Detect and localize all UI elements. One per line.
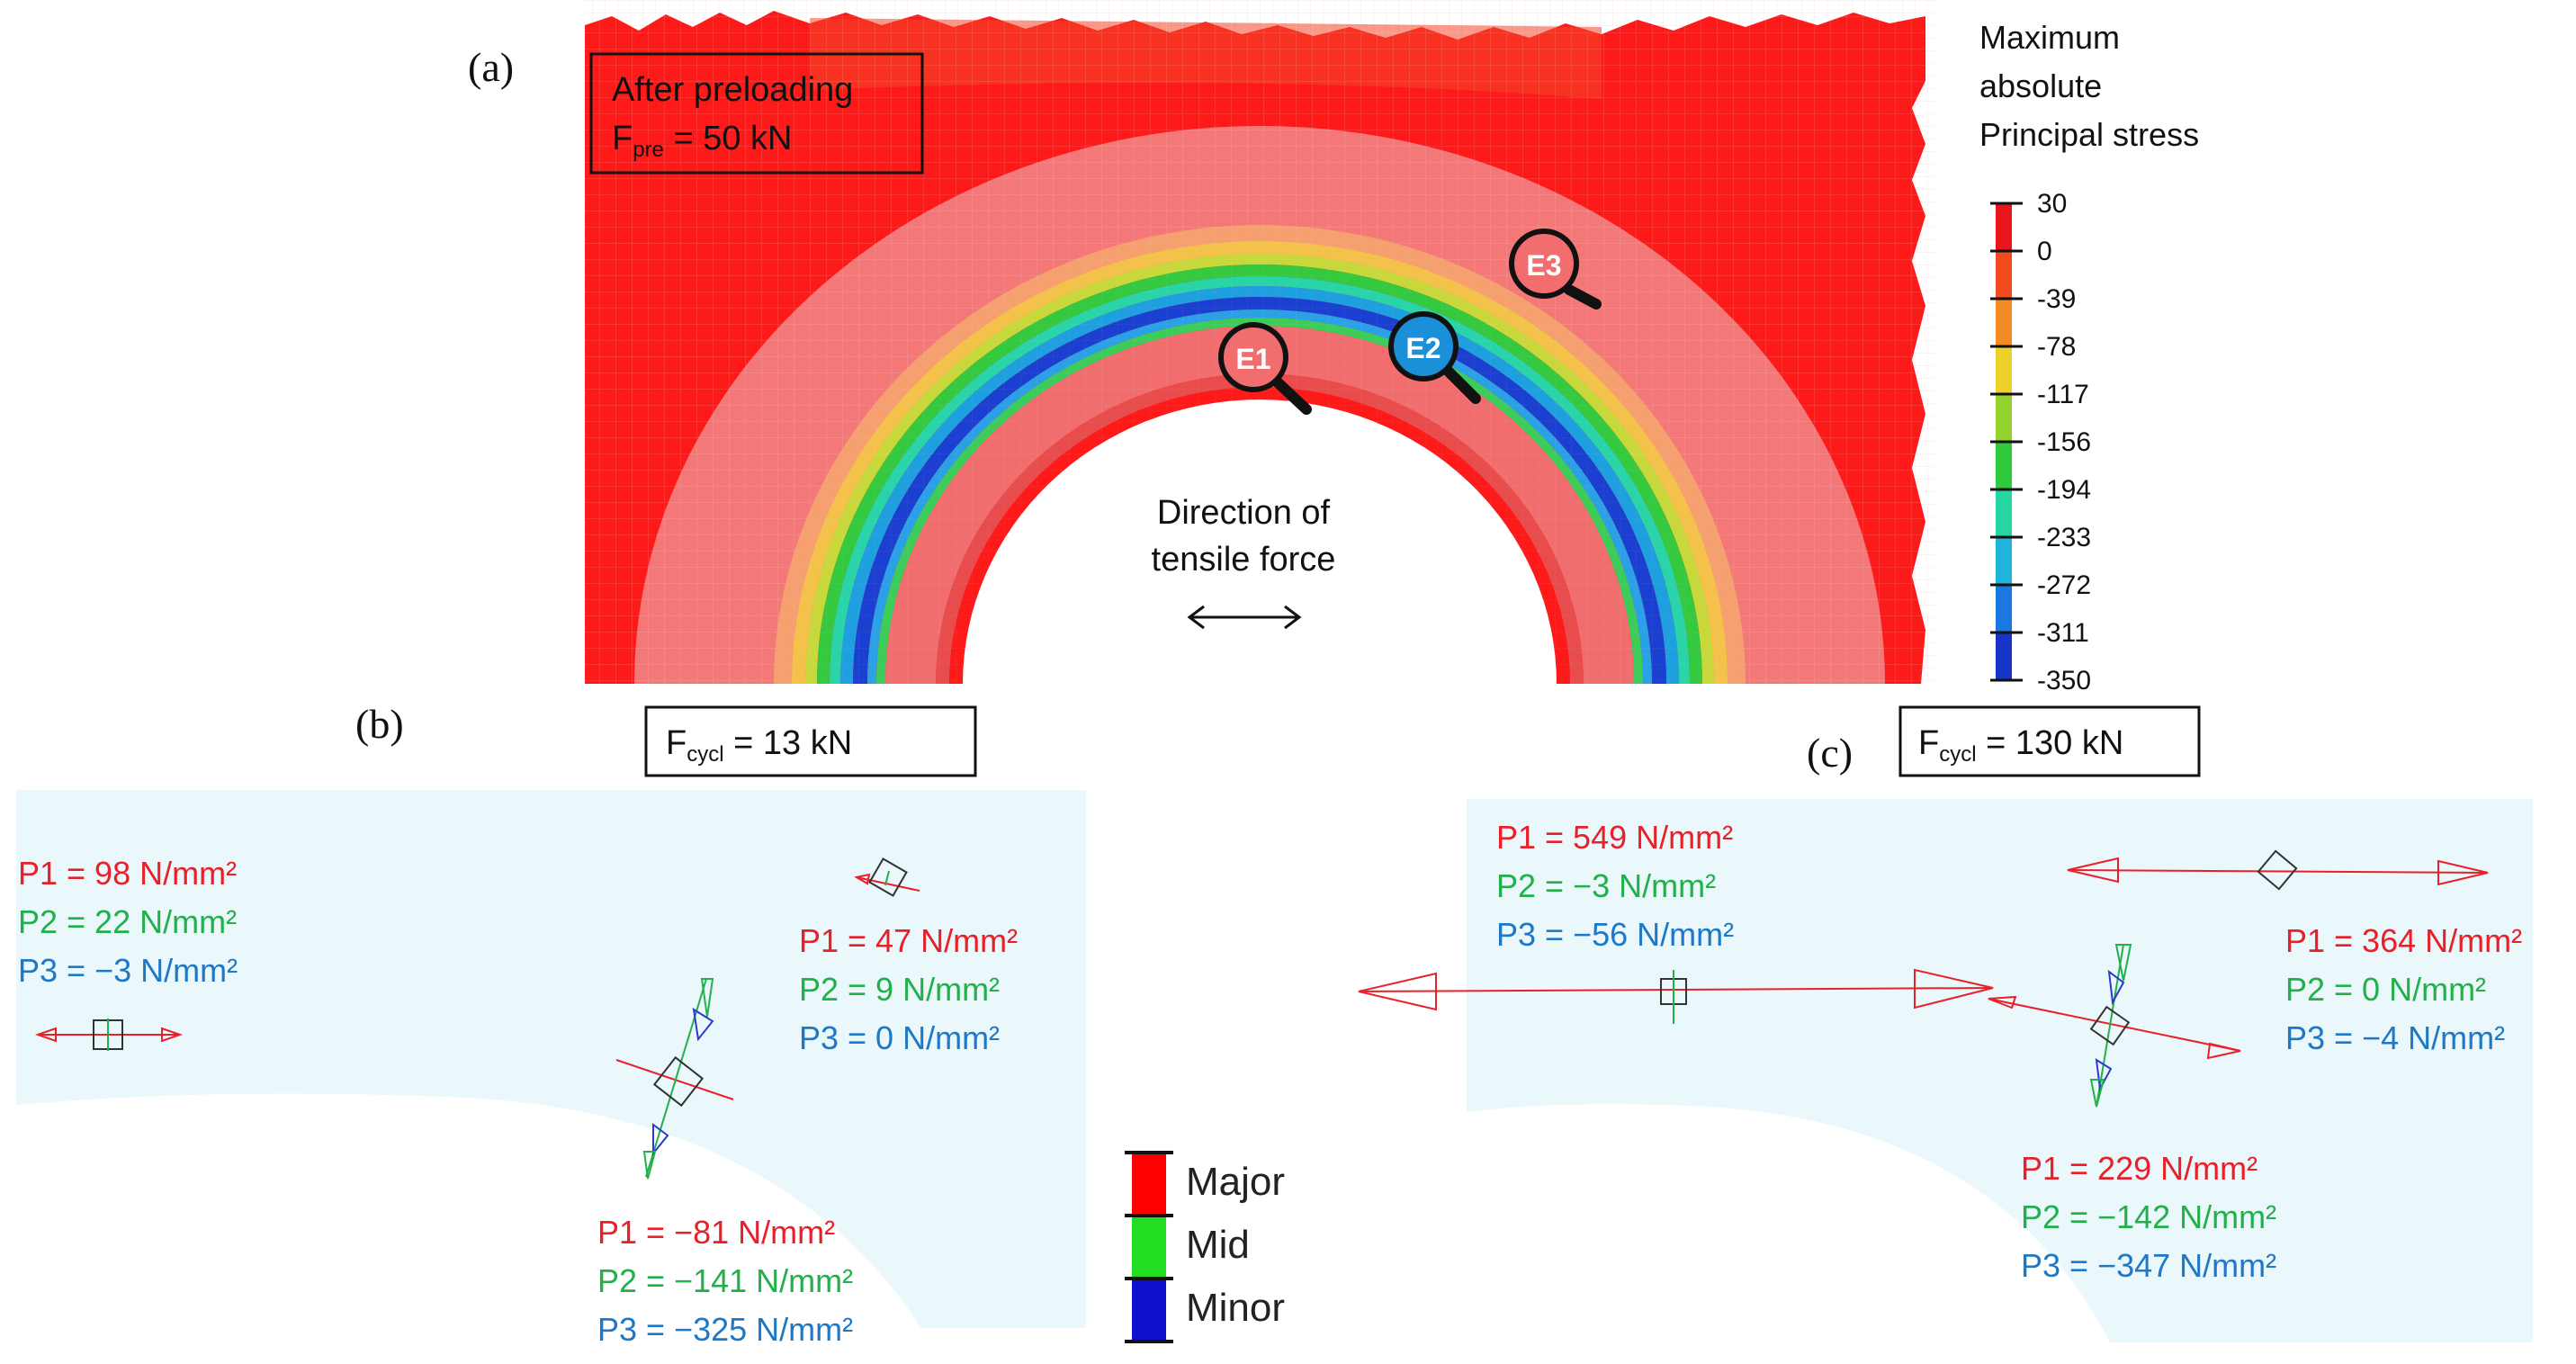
- svg-text:P1 = 98 N/mm²: P1 = 98 N/mm²: [18, 855, 237, 892]
- panel-c-force-box: Fcycl = 130 kN: [1898, 705, 2201, 777]
- stress-glyph-b3: [615, 978, 734, 1180]
- svg-text:E1: E1: [1235, 343, 1270, 375]
- principal-legend: Major Mid Minor: [1125, 1151, 1285, 1343]
- stress-glyph-b2: [854, 857, 920, 897]
- colorbar-segment: [1996, 346, 2012, 394]
- stress-glyph-b1: [34, 1019, 184, 1051]
- svg-text:P2 = −142 N/mm²: P2 = −142 N/mm²: [2021, 1198, 2276, 1235]
- marker-e2: E2: [1388, 311, 1481, 404]
- svg-text:P3 = −3 N/mm²: P3 = −3 N/mm²: [18, 952, 238, 989]
- marker-e1: E1: [1218, 322, 1312, 415]
- svg-text:P3 = 0 N/mm²: P3 = 0 N/mm²: [799, 1019, 1000, 1056]
- colorbar-tick-label: -117: [2037, 380, 2089, 409]
- svg-text:Fpre = 50 kN: Fpre = 50 kN: [612, 120, 792, 162]
- colorbar-segment: [1996, 537, 2012, 585]
- colorbar-segment: [1996, 585, 2012, 633]
- svg-text:Fcycl = 130 kN: Fcycl = 130 kN: [1918, 724, 2123, 767]
- panel-b: (b) Fcycl = 13 kN: [16, 701, 1086, 1348]
- panel-c-label: (c): [1807, 730, 1853, 776]
- colorbar-tick-label: 0: [2037, 237, 2052, 266]
- colorbar-tick-label: -272: [2037, 570, 2091, 600]
- panel-b-label: (b): [355, 701, 404, 747]
- stress-group-b2: P1 = 47 N/mm² P2 = 9 N/mm² P3 = 0 N/mm²: [799, 922, 1018, 1056]
- panel-b-background: [16, 790, 1086, 1328]
- colorbar-tick-label: -311: [2037, 618, 2089, 648]
- stress-group-c3: P1 = 229 N/mm² P2 = −142 N/mm² P3 = −347…: [2021, 1150, 2276, 1284]
- svg-text:P1 = −81 N/mm²: P1 = −81 N/mm²: [597, 1214, 835, 1251]
- svg-text:P2 = 22 N/mm²: P2 = 22 N/mm²: [18, 903, 237, 940]
- panel-c: (c) Fcycl = 130 kN: [1358, 705, 2533, 1342]
- colorbar-tick-label: -156: [2037, 427, 2091, 457]
- direction-text-2: tensile force: [1152, 541, 1336, 579]
- legend-mid: Mid: [1186, 1223, 1250, 1267]
- stress-group-c2: P1 = 364 N/mm² P2 = 0 N/mm² P3 = −4 N/mm…: [2285, 922, 2522, 1056]
- svg-text:P2 = 9 N/mm²: P2 = 9 N/mm²: [799, 971, 1000, 1008]
- colorbar-segment: [1996, 633, 2012, 680]
- panel-c-background: [1467, 799, 2533, 1342]
- svg-text:Fcycl = 13 kN: Fcycl = 13 kN: [666, 724, 852, 767]
- double-arrow: [1187, 605, 1302, 630]
- svg-text:P3 = −4 N/mm²: P3 = −4 N/mm²: [2285, 1019, 2505, 1056]
- colorbar-segment: [1996, 442, 2012, 489]
- svg-text:P2 = 0 N/mm²: P2 = 0 N/mm²: [2285, 971, 2486, 1008]
- svg-text:P3 = −56 N/mm²: P3 = −56 N/mm²: [1496, 916, 1734, 953]
- stress-glyph-c1: [1358, 968, 1994, 1024]
- svg-text:E2: E2: [1405, 332, 1441, 364]
- svg-text:P2 = −141 N/mm²: P2 = −141 N/mm²: [597, 1262, 853, 1299]
- svg-text:P3 = −347 N/mm²: P3 = −347 N/mm²: [2021, 1247, 2276, 1284]
- svg-text:P1 = 364 N/mm²: P1 = 364 N/mm²: [2285, 922, 2522, 959]
- marker-e3: E3: [1509, 229, 1602, 310]
- svg-text:P1 = 549 N/mm²: P1 = 549 N/mm²: [1496, 819, 1733, 856]
- svg-text:P2 = −3 N/mm²: P2 = −3 N/mm²: [1496, 867, 1716, 904]
- stress-glyph-c3: [1988, 944, 2241, 1108]
- colorbar-segment: [1996, 203, 2012, 251]
- colorbar-segment: [1996, 394, 2012, 442]
- stress-group-b3: P1 = −81 N/mm² P2 = −141 N/mm² P3 = −325…: [597, 1214, 853, 1348]
- panel-a: (a) After preloading Fpre = 50 kN Direct…: [468, 0, 2199, 695]
- svg-text:E3: E3: [1526, 249, 1561, 282]
- svg-text:After preloading: After preloading: [612, 71, 853, 109]
- colorbar-segment: [1996, 489, 2012, 537]
- colorbar-scale: 30 0 -39 -78 -117 -156 -194 -233 -272 -311 -350: [1990, 189, 2091, 695]
- colorbar-tick-label: -39: [2037, 284, 2076, 314]
- svg-text:P1 = 229 N/mm²: P1 = 229 N/mm²: [2021, 1150, 2257, 1187]
- colorbar-segment: [1996, 299, 2012, 346]
- colorbar-tick-label: -233: [2037, 523, 2091, 552]
- svg-text:P1 = 47 N/mm²: P1 = 47 N/mm²: [799, 922, 1018, 959]
- colorbar-tick-label: -350: [2037, 666, 2091, 695]
- panel-a-label: (a): [468, 44, 514, 90]
- panel-b-force-box: Fcycl = 13 kN: [644, 705, 977, 777]
- legend-major: Major: [1186, 1160, 1285, 1204]
- svg-text:Principal stress: Principal stress: [1979, 116, 2199, 153]
- legend-minor: Minor: [1186, 1286, 1285, 1330]
- stress-group-c1: P1 = 549 N/mm² P2 = −3 N/mm² P3 = −56 N/…: [1496, 819, 1734, 953]
- colorbar-tick-label: 30: [2037, 189, 2067, 219]
- preload-box: After preloading Fpre = 50 kN: [589, 52, 924, 175]
- colorbar-tick-label: -78: [2037, 332, 2076, 362]
- colorbar: Maximum absolute Principal stress 30 0 -39…: [1979, 19, 2199, 695]
- svg-text:absolute: absolute: [1979, 67, 2102, 104]
- colorbar-tick-label: -194: [2037, 475, 2091, 505]
- stress-group-b1: P1 = 98 N/mm² P2 = 22 N/mm² P3 = −3 N/mm…: [18, 855, 238, 989]
- stress-glyph-c2: [2067, 849, 2489, 891]
- direction-text: Direction of: [1157, 494, 1331, 532]
- svg-text:P3 = −325 N/mm²: P3 = −325 N/mm²: [597, 1311, 853, 1348]
- svg-text:Maximum: Maximum: [1979, 19, 2120, 56]
- colorbar-segment: [1996, 251, 2012, 299]
